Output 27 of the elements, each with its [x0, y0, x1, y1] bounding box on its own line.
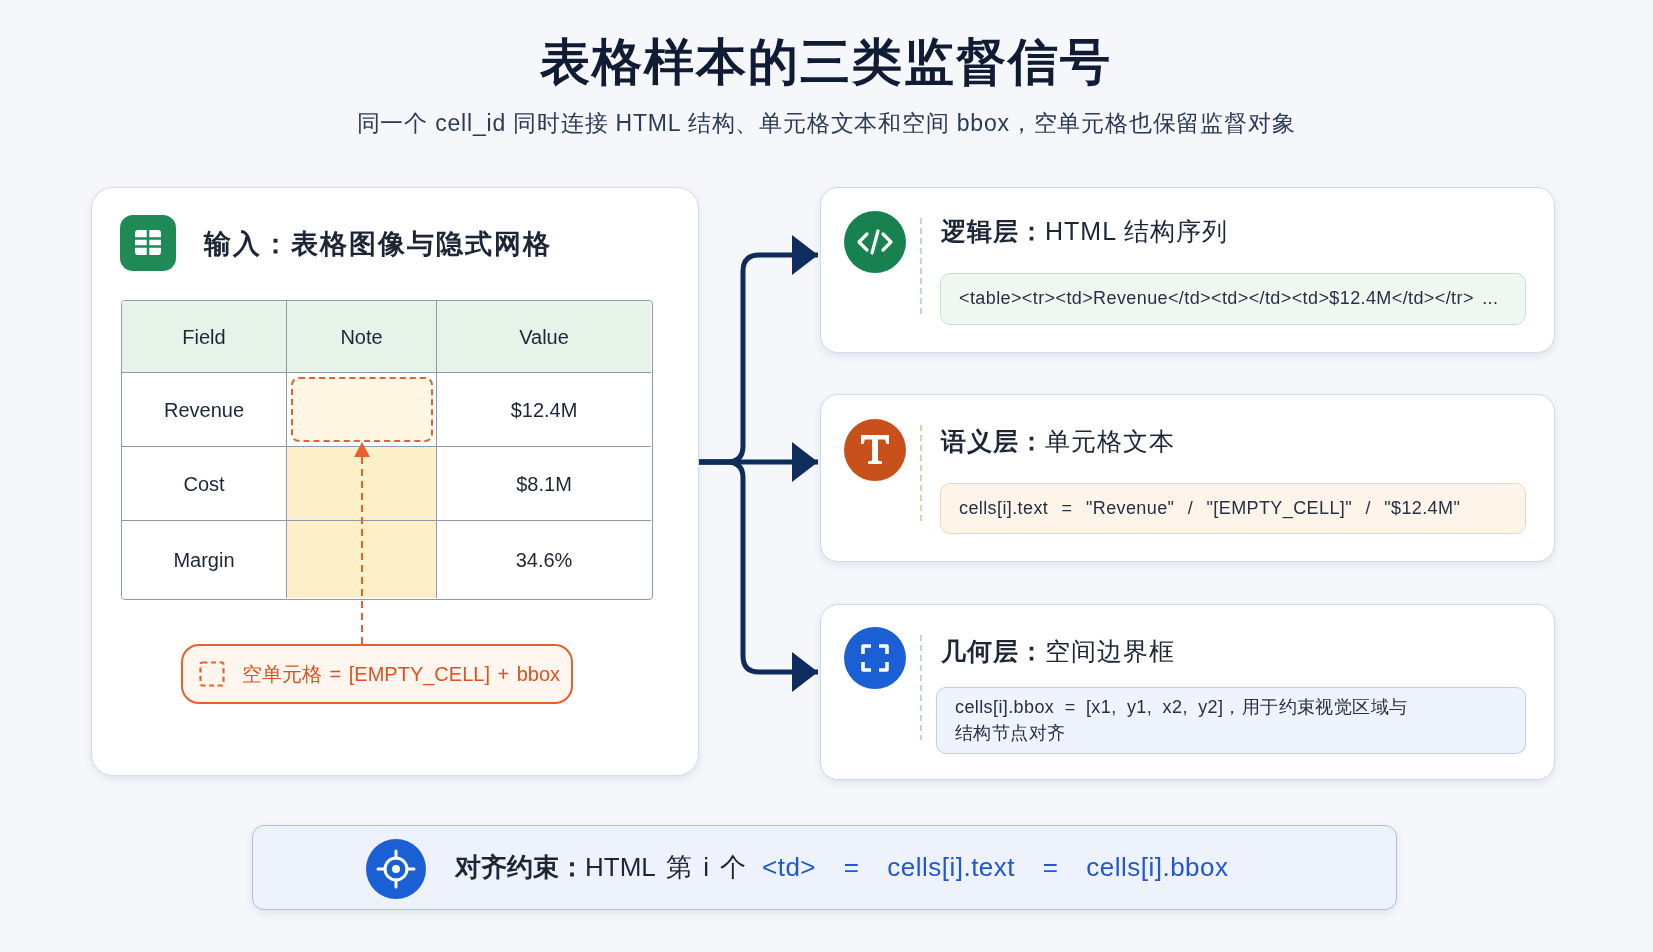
title: 表格样本的三类监督信号	[540, 33, 1112, 92]
panel	[820, 187, 1555, 353]
panel	[820, 394, 1555, 562]
panel	[91, 187, 699, 776]
header-cell: Field	[122, 301, 287, 373]
table-cell: Margin	[122, 521, 287, 598]
panel-heading: 几何层：空间边界框	[941, 636, 1175, 666]
code-snippet: cells[i].bbox = [x1, y1, x2, y2]，用于约束视觉区域与结构节点对齐	[936, 687, 1526, 754]
subtitle: 同一个 cell_id 同时连接 HTML 结构、单元格文本和空间 bbox，空单元格也保留监督对象	[356, 110, 1296, 138]
table	[121, 300, 653, 600]
table-cell: Cost	[122, 447, 287, 521]
header-cell: Value	[437, 301, 651, 373]
dashed-arrow	[354, 441, 370, 645]
table-cell: Revenue	[122, 373, 287, 447]
arrow	[699, 459, 818, 692]
header-cell: Note	[287, 301, 437, 373]
callout-text: 空单元格 = [EMPTY_CELL] + bbox	[242, 662, 561, 686]
panel-heading: 语义层：单元格文本	[941, 426, 1175, 456]
panel	[820, 604, 1555, 780]
constraint-heading: 对齐约束：HTML 第 i 个	[455, 851, 747, 884]
code-snippet: <table><tr><td>Revenue</td><td></td><td>$12.4M</td></tr> ...	[940, 273, 1526, 325]
constraint-bar	[252, 825, 1397, 910]
panel-heading: 逻辑层：HTML 结构序列	[941, 216, 1229, 246]
callout-box	[181, 644, 573, 704]
formula-text: <td> = cells[i].text = cells[i].bbox	[762, 851, 1229, 884]
panel-heading: 输入：表格图像与隐式网格	[204, 227, 552, 261]
code-snippet: cells[i].text = "Revenue" / "[EMPTY_CELL]" / "$12.4M"	[940, 483, 1526, 534]
